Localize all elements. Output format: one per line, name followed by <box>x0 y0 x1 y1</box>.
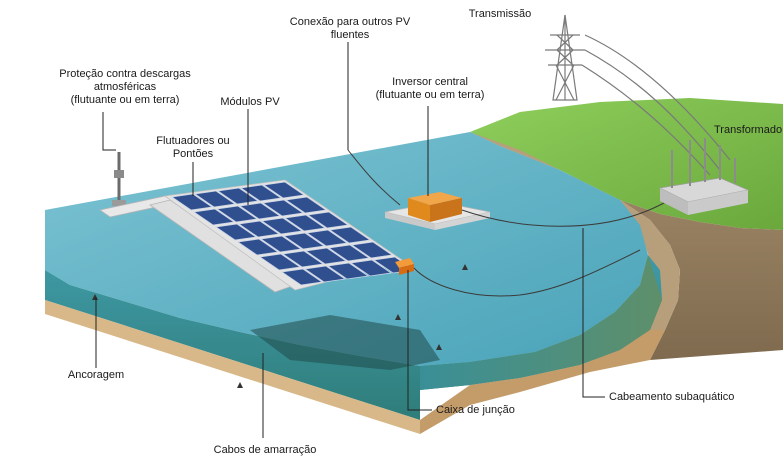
pv-module <box>349 259 393 277</box>
central-inverter <box>408 192 462 222</box>
pv-module <box>239 184 283 202</box>
label-modulos-pv: Módulos PV <box>220 96 280 108</box>
pv-module <box>214 223 258 241</box>
pv-module <box>326 262 370 280</box>
label-cabeamento-subaquatico: Cabeamento subaquático <box>609 391 735 403</box>
pv-module <box>262 181 306 199</box>
substation-transformer <box>658 138 750 215</box>
pv-module <box>236 238 280 256</box>
pv-module <box>215 205 259 223</box>
leader-lines <box>95 42 605 438</box>
pv-module <box>350 241 394 259</box>
label-caixa-juncao: Caixa de junção <box>436 404 515 416</box>
junction-box <box>395 258 414 275</box>
label-cabos-amarracao: Cabos de amarração <box>213 444 317 456</box>
pv-module <box>303 265 347 283</box>
pv-module <box>328 226 372 244</box>
pv-module <box>237 220 281 238</box>
pv-module <box>327 244 371 262</box>
pv-module <box>193 190 237 208</box>
pv-module <box>284 196 328 214</box>
pv-module <box>238 202 282 220</box>
pv-module <box>259 235 303 253</box>
sediment-layer <box>45 300 665 434</box>
pv-module-array <box>170 181 416 286</box>
pv-module <box>281 250 325 268</box>
pv-module <box>260 217 304 235</box>
pv-module <box>305 229 349 247</box>
lightning-rod <box>112 152 126 206</box>
label-inversor-central: Inversor central (flutuante ou em terra) <box>375 76 485 101</box>
pv-module <box>306 211 350 229</box>
label-transmissao: Transmissão <box>468 8 532 20</box>
pv-module <box>170 193 214 211</box>
label-ancoragem: Ancoragem <box>67 369 125 381</box>
label-flutuadores: Flutuadores ou Pontões <box>156 135 230 160</box>
label-transformador: Transformado <box>714 124 783 136</box>
label-conexao: Conexão para outros PV fluentes <box>289 16 411 41</box>
pv-module <box>258 253 302 271</box>
label-protecao: Proteção contra descargas atmosféricas (… <box>59 68 191 106</box>
pv-module <box>304 247 348 265</box>
pv-module <box>280 268 324 286</box>
pv-module <box>192 208 236 226</box>
pv-module <box>282 232 326 250</box>
water-front-face <box>45 255 662 420</box>
pv-module <box>283 214 327 232</box>
pv-module <box>261 199 305 217</box>
